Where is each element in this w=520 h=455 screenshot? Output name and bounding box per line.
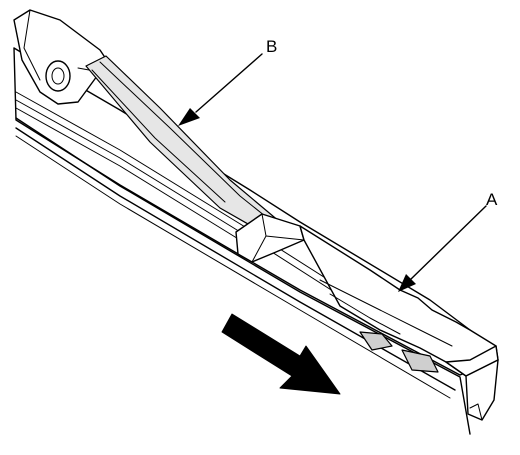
callout-b: B	[178, 37, 277, 126]
leader-line-b	[195, 53, 263, 113]
rubber-insert-end	[299, 225, 499, 421]
callout-label-b: B	[266, 37, 277, 56]
blade-retainer-clip	[235, 213, 305, 263]
leader-arrowhead-a	[398, 274, 416, 292]
direction-arrow-icon	[221, 313, 341, 395]
callout-label-a: A	[486, 190, 498, 209]
leader-arrowhead-b	[178, 108, 200, 126]
callout-a: A	[398, 190, 498, 292]
leader-line-a	[409, 205, 487, 281]
wiper-arm-bracket	[13, 9, 109, 105]
